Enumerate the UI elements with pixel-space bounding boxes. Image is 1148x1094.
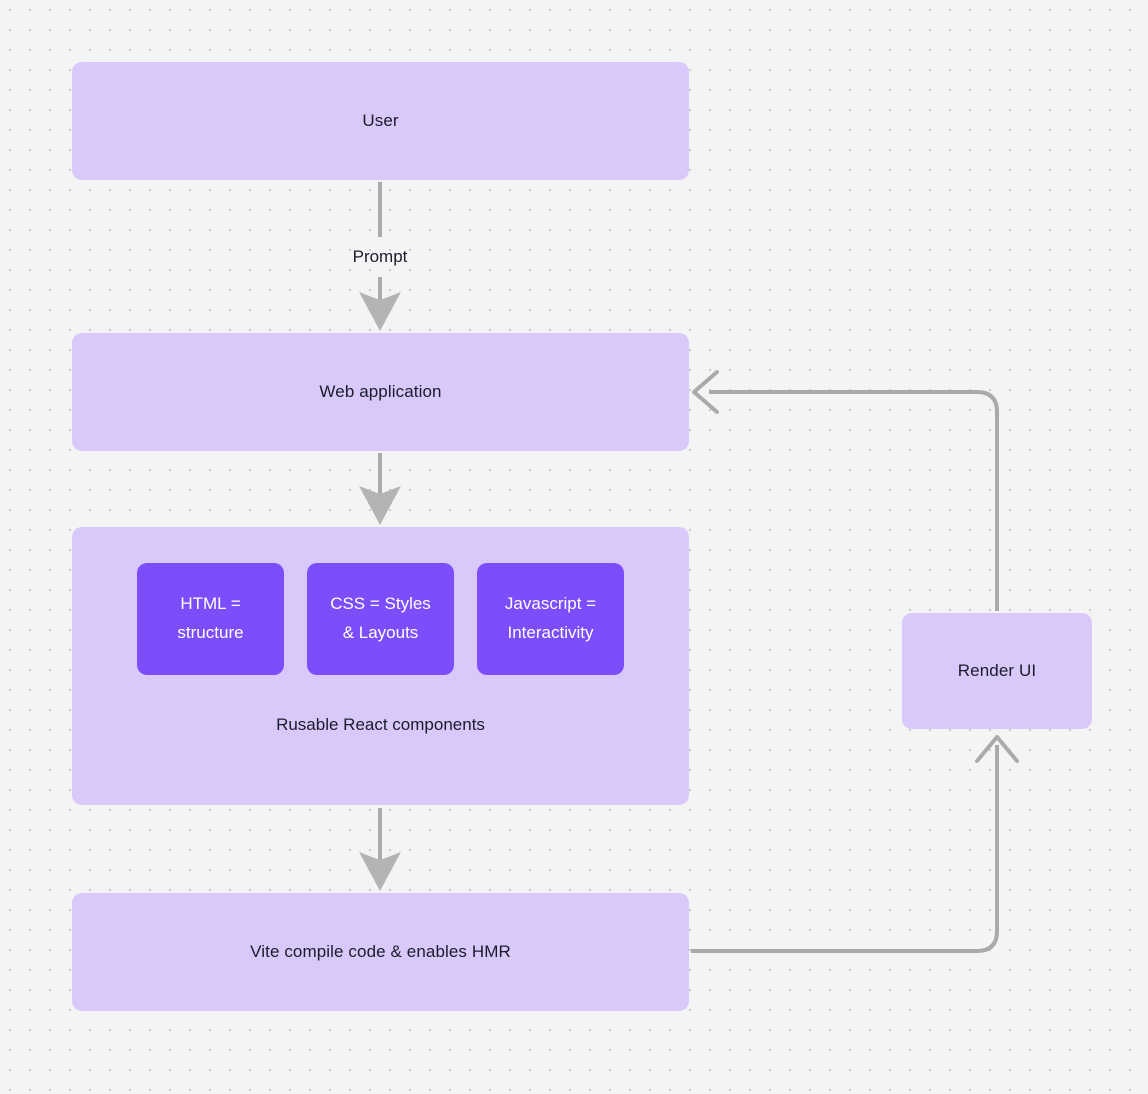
node-html-label: HTML = structure <box>177 594 244 642</box>
node-render-ui[interactable]: Render UI <box>902 613 1092 729</box>
node-user-label: User <box>362 110 399 130</box>
edge-vite-to-render-line <box>691 745 999 953</box>
edge-render-to-webapp-line <box>709 390 999 611</box>
node-user[interactable]: User <box>72 62 689 180</box>
arrowhead-left-webapp <box>692 370 719 414</box>
node-javascript[interactable]: Javascript = Interactivity <box>477 563 624 675</box>
node-vite-label: Vite compile code & enables HMR <box>250 941 511 961</box>
node-components-caption: Rusable React components <box>276 715 485 734</box>
arrowhead-down-vite <box>359 852 401 891</box>
arrowhead-down-webapp <box>359 292 401 331</box>
arrowhead-down-components <box>359 486 401 525</box>
edge-label-prompt: Prompt <box>352 247 408 266</box>
node-render-ui-label: Render UI <box>957 660 1037 680</box>
arrowhead-up-render <box>975 735 1019 763</box>
node-vite[interactable]: Vite compile code & enables HMR <box>72 893 689 1011</box>
node-css[interactable]: CSS = Styles & Layouts <box>307 563 454 675</box>
node-html[interactable]: HTML = structure <box>137 563 284 675</box>
node-web-application-label: Web application <box>319 381 442 401</box>
node-web-application[interactable]: Web application <box>72 333 689 451</box>
node-javascript-label: Javascript = Interactivity <box>504 594 597 642</box>
node-components-group[interactable]: HTML = structure CSS = Styles & Layouts … <box>72 527 689 805</box>
node-css-label: CSS = Styles & Layouts <box>330 594 431 642</box>
